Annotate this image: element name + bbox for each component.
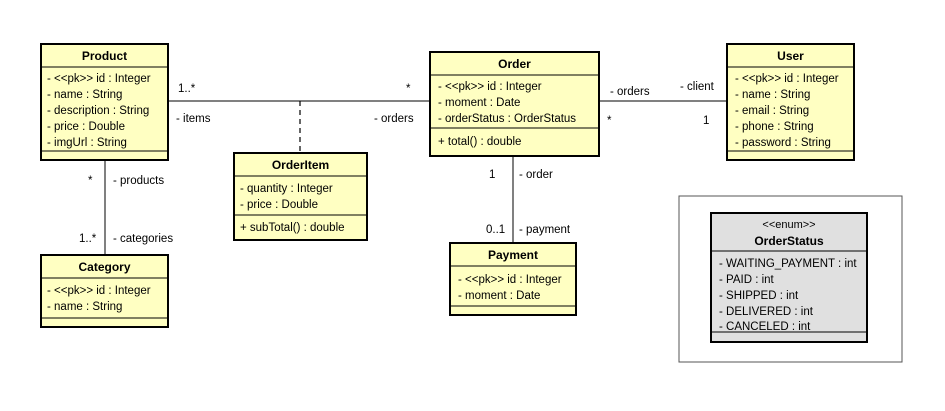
enum-value: - CANCELED : int [719, 321, 811, 333]
class-attribute: - imgUrl : String [47, 137, 127, 149]
class-payment[interactable]: Payment - <<pk>> id : Integer - moment :… [449, 242, 577, 316]
class-attribute: - description : String [47, 105, 149, 117]
order-user-role-orders: - orders [610, 86, 650, 98]
enum-value: - PAID : int [719, 274, 775, 286]
order-payment-role-payment: - payment [519, 224, 571, 236]
product-category-role-products: - products [113, 175, 164, 187]
class-attribute: - moment : Date [438, 97, 520, 109]
product-order-mult-order: * [406, 83, 411, 95]
class-orderitem[interactable]: OrderItem - quantity : Integer - price :… [233, 152, 368, 241]
enum-stereotype: <<enum>> [762, 219, 815, 231]
class-title: Category [78, 260, 130, 274]
order-user-role-client: - client [680, 81, 715, 93]
class-operation: + subTotal() : double [240, 222, 345, 234]
class-attribute: - moment : Date [458, 290, 540, 302]
class-user[interactable]: User - <<pk>> id : Integer - name : Stri… [726, 43, 855, 161]
product-category-mult-product: * [88, 175, 93, 187]
class-title: Order [498, 57, 531, 71]
order-user-mult-order: * [607, 115, 612, 127]
class-title: Product [82, 49, 127, 63]
class-attribute: - name : String [47, 301, 122, 313]
class-attribute: - name : String [735, 89, 810, 101]
class-operation: + total() : double [438, 136, 521, 148]
class-attribute: - email : String [735, 105, 809, 117]
product-order-role-orders: - orders [374, 113, 414, 125]
class-title: OrderItem [272, 158, 329, 172]
class-attribute: - <<pk>> id : Integer [438, 81, 542, 93]
class-attribute: - <<pk>> id : Integer [47, 285, 151, 297]
class-title: User [777, 49, 804, 63]
class-attribute: - <<pk>> id : Integer [458, 274, 562, 286]
enum-orderstatus[interactable]: <<enum>> OrderStatus - WAITING_PAYMENT :… [710, 212, 868, 343]
order-payment-mult-payment: 0..1 [486, 224, 505, 236]
class-attribute: - name : String [47, 89, 122, 101]
class-attribute: - price : Double [240, 199, 318, 211]
class-order[interactable]: Order - <<pk>> id : Integer - moment : D… [429, 51, 600, 157]
product-category-mult-category: 1..* [79, 233, 97, 245]
product-category-role-categories: - categories [113, 233, 173, 245]
class-title: Payment [488, 248, 538, 262]
class-attribute: - <<pk>> id : Integer [735, 73, 839, 85]
product-order-mult-product: 1..* [178, 83, 196, 95]
class-attribute: - password : String [735, 137, 831, 149]
order-payment-role-order: - order [519, 169, 553, 181]
enum-value: - WAITING_PAYMENT : int [719, 258, 857, 270]
class-attribute: - quantity : Integer [240, 183, 333, 195]
enum-value: - DELIVERED : int [719, 306, 814, 318]
class-attribute: - orderStatus : OrderStatus [438, 113, 576, 125]
order-payment-mult-order: 1 [489, 169, 495, 181]
class-attribute: - phone : String [735, 121, 814, 133]
class-product[interactable]: Product - <<pk>> id : Integer - name : S… [40, 43, 169, 161]
class-attribute: - <<pk>> id : Integer [47, 73, 151, 85]
enum-title: OrderStatus [754, 234, 824, 248]
order-user-mult-user: 1 [703, 115, 709, 127]
class-attribute: - price : Double [47, 121, 125, 133]
class-category[interactable]: Category - <<pk>> id : Integer - name : … [40, 254, 169, 328]
product-order-role-items: - items [176, 113, 211, 125]
enum-value: - SHIPPED : int [719, 290, 799, 302]
